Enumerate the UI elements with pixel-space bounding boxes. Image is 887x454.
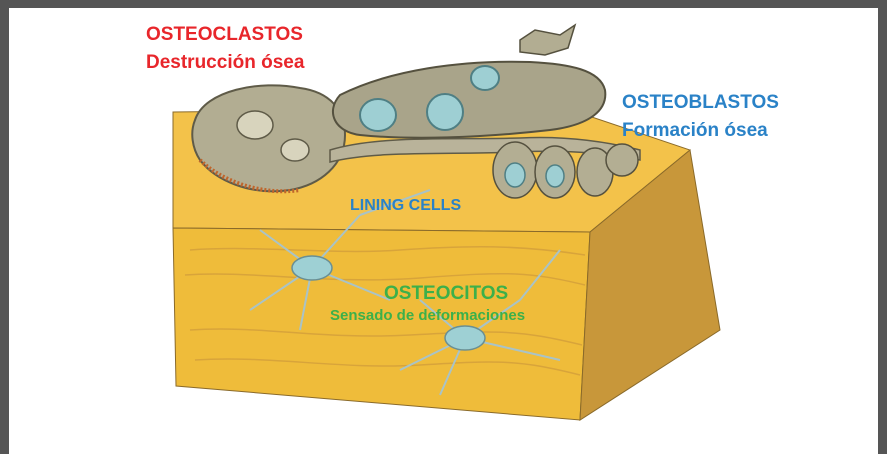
osteoblast-nucleus: [360, 99, 396, 131]
osteoblastos-title: OSTEOBLASTOS: [622, 92, 779, 114]
osteoclast-nucleus: [281, 139, 309, 161]
osteocitos-title: OSTEOCITOS: [384, 283, 508, 305]
osteoblast-nucleus: [471, 66, 499, 90]
osteoclastos-title: OSTEOCLASTOS: [146, 24, 303, 46]
osteocitos-subtitle: Sensado de deformaciones: [330, 307, 525, 324]
lining-cells-title: LINING CELLS: [350, 197, 461, 215]
osteoblastos-subtitle: Formación ósea: [622, 120, 768, 142]
bone-block-front: [173, 228, 590, 420]
osteocyte-cell: [292, 256, 332, 280]
top-small-cell: [520, 25, 575, 55]
osteoclastos-subtitle: Destrucción ósea: [146, 52, 304, 74]
osteoblast-nucleus: [427, 94, 463, 130]
osteocyte-cell: [445, 326, 485, 350]
osteoclast-nucleus: [237, 111, 273, 139]
osteoclast-cell: [192, 85, 345, 191]
